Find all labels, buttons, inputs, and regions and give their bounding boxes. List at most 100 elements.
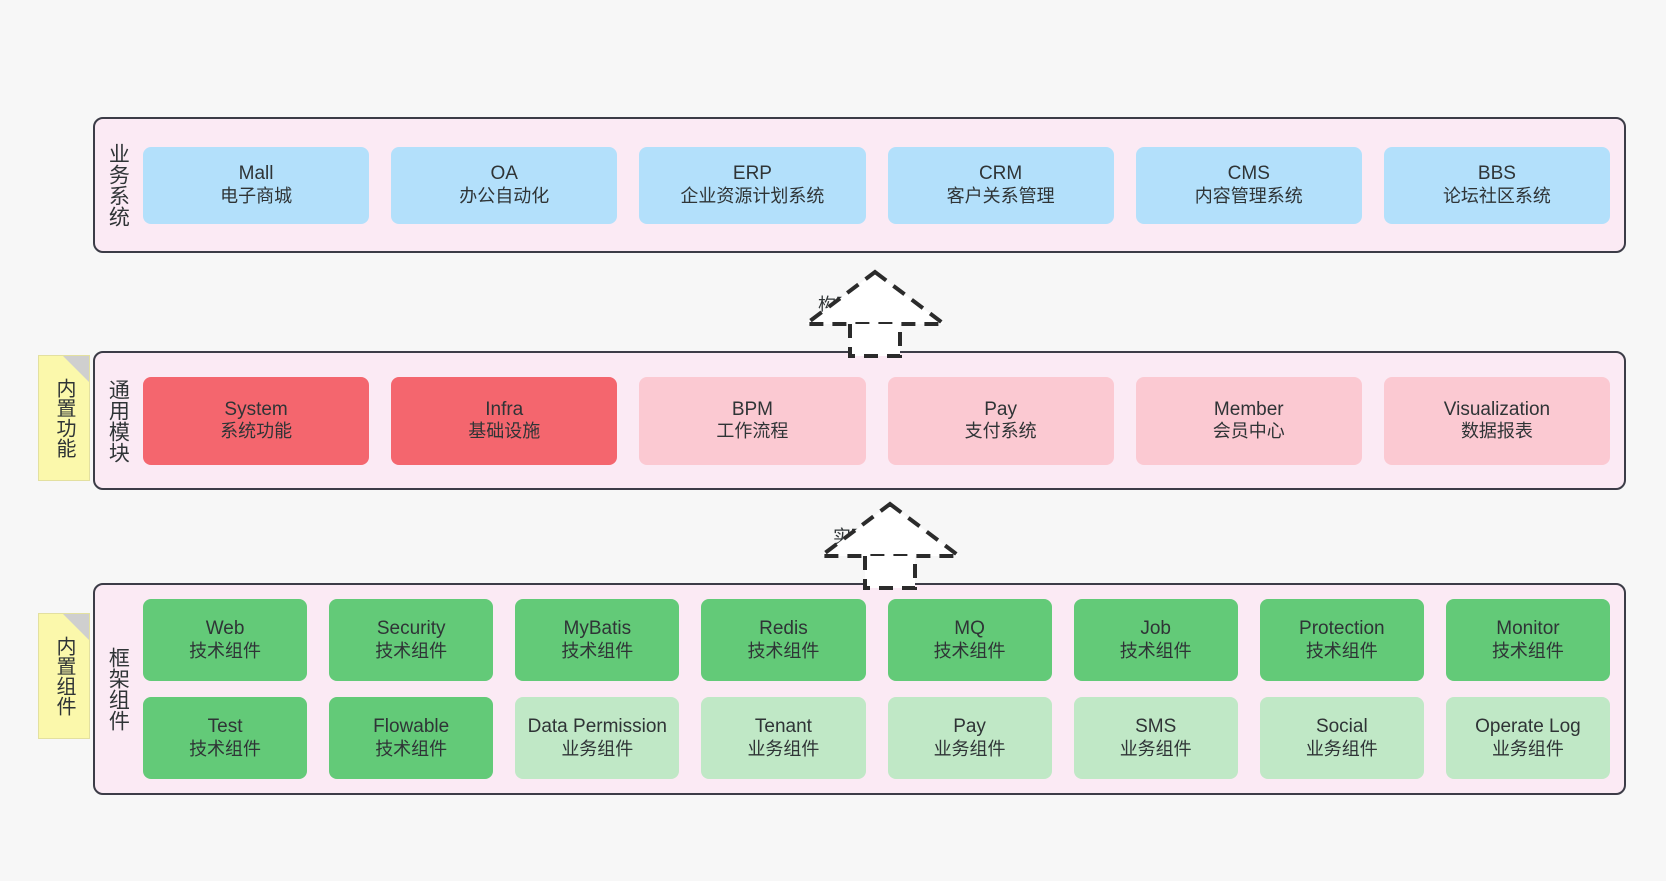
card-subtitle: 支付系统 <box>964 421 1037 442</box>
card-monitor[interactable]: Monitor 技术组件 <box>1445 599 1610 681</box>
connector-build-shape <box>800 269 950 358</box>
note-builtin-component: 内置组件 <box>38 613 90 739</box>
card-subtitle: 基础设施 <box>468 421 541 442</box>
card-row: System 系统功能 Infra 基础设施 BPM 工作流程 Pay 支付系统… <box>143 376 1611 465</box>
card-visualization[interactable]: Visualization 数据报表 <box>1383 376 1611 465</box>
card-subtitle: 电子商城 <box>220 185 293 206</box>
layer-framework-component: 框架组件 Web 技术组件 Security 技术组件 MyBatis 技术组件… <box>93 583 1626 795</box>
layer-business-system: 业务系统 Mall 电子商城 OA 办公自动化 ERP 企业资源计划系统 CRM… <box>93 117 1626 253</box>
card-erp[interactable]: ERP 企业资源计划系统 <box>639 146 866 224</box>
card-title: Infra <box>485 398 524 420</box>
card-title: Pay <box>984 398 1017 420</box>
card-title: Flowable <box>373 716 450 738</box>
card-sms[interactable]: SMS 业务组件 <box>1073 697 1238 779</box>
card-mall[interactable]: Mall 电子商城 <box>143 146 370 224</box>
card-operate-log[interactable]: Operate Log 业务组件 <box>1445 697 1610 779</box>
card-row: Test 技术组件 Flowable 技术组件 Data Permission … <box>143 697 1610 779</box>
card-crm[interactable]: CRM 客户关系管理 <box>887 146 1114 224</box>
card-subtitle: 技术组件 <box>1305 640 1378 661</box>
card-subtitle: 技术组件 <box>747 640 820 661</box>
card-subtitle: 技术组件 <box>189 640 262 661</box>
card-subtitle: 系统功能 <box>220 421 293 442</box>
card-subtitle: 论坛社区系统 <box>1442 185 1551 206</box>
card-title: SMS <box>1135 716 1177 738</box>
card-pay-module[interactable]: Pay 支付系统 <box>887 376 1114 465</box>
card-subtitle: 技术组件 <box>375 640 448 661</box>
card-subtitle: 技术组件 <box>561 640 634 661</box>
note-text: 内置组件 <box>53 636 75 716</box>
card-flowable[interactable]: Flowable 技术组件 <box>329 697 494 779</box>
connector-implement <box>815 500 965 590</box>
card-bbs[interactable]: BBS 论坛社区系统 <box>1383 146 1611 224</box>
card-subtitle: 客户关系管理 <box>946 185 1055 206</box>
card-social[interactable]: Social 业务组件 <box>1259 697 1424 779</box>
card-subtitle: 业务组件 <box>747 738 820 759</box>
card-title: Social <box>1315 716 1368 738</box>
card-subtitle: 业务组件 <box>1491 738 1564 759</box>
card-title: Security <box>376 618 446 640</box>
card-subtitle: 业务组件 <box>933 738 1006 759</box>
card-subtitle: 业务组件 <box>561 738 634 759</box>
card-system[interactable]: System 系统功能 <box>143 376 370 465</box>
card-member[interactable]: Member 会员中心 <box>1135 376 1362 465</box>
note-text: 内置功能 <box>53 378 75 458</box>
card-pay-component[interactable]: Pay 业务组件 <box>887 697 1052 779</box>
card-row: Mall 电子商城 OA 办公自动化 ERP 企业资源计划系统 CRM 客户关系… <box>143 146 1611 224</box>
layer-title-common-module: 通用模块 <box>106 378 130 463</box>
card-title: Web <box>205 618 245 640</box>
card-subtitle: 技术组件 <box>1119 640 1192 661</box>
card-title: OA <box>490 163 518 185</box>
layer-body-business-system: Mall 电子商城 OA 办公自动化 ERP 企业资源计划系统 CRM 客户关系… <box>139 119 1624 251</box>
card-title: Protection <box>1299 618 1385 640</box>
note-fold-icon <box>63 614 89 640</box>
card-title: Job <box>1140 618 1171 640</box>
connector-implement-shape <box>815 501 965 590</box>
card-web[interactable]: Web 技术组件 <box>143 599 308 681</box>
card-title: Pay <box>953 716 986 738</box>
card-subtitle: 技术组件 <box>1491 640 1564 661</box>
note-fold-icon <box>63 356 89 382</box>
card-subtitle: 内容管理系统 <box>1194 185 1303 206</box>
card-title: MQ <box>954 618 985 640</box>
card-subtitle: 业务组件 <box>1119 738 1192 759</box>
card-test[interactable]: Test 技术组件 <box>143 697 308 779</box>
card-data-permission[interactable]: Data Permission 业务组件 <box>515 697 680 779</box>
card-infra[interactable]: Infra 基础设施 <box>391 376 618 465</box>
layer-body-framework-component: Web 技术组件 Security 技术组件 MyBatis 技术组件 Redi… <box>139 585 1624 793</box>
connector-build <box>800 268 950 358</box>
layer-title-framework-component: 框架组件 <box>106 647 130 731</box>
card-bpm[interactable]: BPM 工作流程 <box>639 376 866 465</box>
card-row: Web 技术组件 Security 技术组件 MyBatis 技术组件 Redi… <box>143 599 1610 681</box>
card-subtitle: 技术组件 <box>375 738 448 759</box>
card-subtitle: 技术组件 <box>189 738 262 759</box>
card-security[interactable]: Security 技术组件 <box>329 599 494 681</box>
card-protection[interactable]: Protection 技术组件 <box>1259 599 1424 681</box>
card-title: Mall <box>238 163 274 185</box>
card-title: Tenant <box>754 716 812 738</box>
card-title: Test <box>207 716 243 738</box>
card-title: ERP <box>732 163 772 185</box>
card-title: BBS <box>1477 163 1516 185</box>
card-subtitle: 会员中心 <box>1212 421 1285 442</box>
card-title: System <box>224 398 288 420</box>
card-job[interactable]: Job 技术组件 <box>1073 599 1238 681</box>
layer-common-module: 通用模块 System 系统功能 Infra 基础设施 BPM 工作流程 Pay… <box>93 351 1626 490</box>
card-subtitle: 工作流程 <box>716 421 789 442</box>
card-tenant[interactable]: Tenant 业务组件 <box>701 697 866 779</box>
card-mybatis[interactable]: MyBatis 技术组件 <box>515 599 680 681</box>
card-cms[interactable]: CMS 内容管理系统 <box>1135 146 1362 224</box>
layer-body-common-module: System 系统功能 Infra 基础设施 BPM 工作流程 Pay 支付系统… <box>139 353 1624 488</box>
card-title: Monitor <box>1496 618 1560 640</box>
card-title: Data Permission <box>527 716 667 738</box>
card-subtitle: 业务组件 <box>1305 738 1378 759</box>
card-oa[interactable]: OA 办公自动化 <box>391 146 618 224</box>
card-title: Redis <box>759 618 808 640</box>
card-redis[interactable]: Redis 技术组件 <box>701 599 866 681</box>
layer-title-business-system: 业务系统 <box>106 143 130 227</box>
card-subtitle: 技术组件 <box>933 640 1006 661</box>
card-title: CMS <box>1227 163 1270 185</box>
card-mq[interactable]: MQ 技术组件 <box>887 599 1052 681</box>
card-title: CRM <box>978 163 1023 185</box>
card-title: BPM <box>731 398 774 420</box>
